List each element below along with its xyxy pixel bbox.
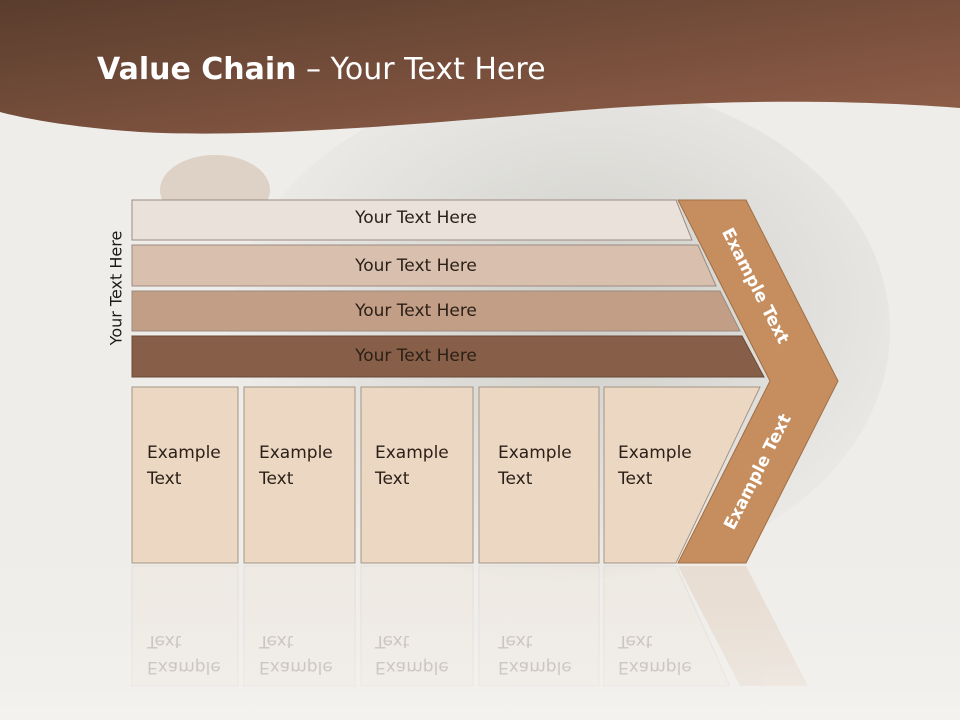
cell-2-text: Example Text bbox=[259, 440, 333, 492]
cell-5-text: Example Text bbox=[618, 440, 692, 492]
cell-1-line2: Text bbox=[147, 469, 182, 489]
cell-5 bbox=[603, 386, 761, 564]
cell-5-line2: Text bbox=[618, 469, 653, 489]
bar-2 bbox=[131, 244, 717, 287]
chevron-arrow bbox=[677, 199, 839, 564]
reflection-3-line2: Text bbox=[375, 631, 410, 651]
reflection-1-line1: Example bbox=[147, 657, 221, 677]
reflection-text-1: Example Text bbox=[147, 628, 221, 680]
cell-4-line2: Text bbox=[498, 469, 533, 489]
cell-2-line2: Text bbox=[259, 469, 294, 489]
cell-1 bbox=[131, 386, 239, 564]
reflection-5-line1: Example bbox=[618, 657, 692, 677]
side-label: Your Text Here bbox=[106, 230, 126, 346]
cell-4-line1: Example bbox=[498, 443, 572, 463]
reflection-text-3: Example Text bbox=[375, 628, 449, 680]
cell-4-text: Example Text bbox=[498, 440, 572, 492]
cell-5-line1: Example bbox=[618, 443, 692, 463]
reflection-5-line2: Text bbox=[618, 631, 653, 651]
bar-1-label: Your Text Here bbox=[355, 208, 477, 228]
cell-4 bbox=[478, 386, 600, 564]
title-rest: – Your Text Here bbox=[296, 52, 546, 87]
bar-3 bbox=[131, 290, 741, 332]
reflection-4-line2: Text bbox=[498, 631, 533, 651]
cell-3 bbox=[360, 386, 474, 564]
reflection-1-line2: Text bbox=[147, 631, 182, 651]
reflection-text-4: Example Text bbox=[498, 628, 572, 680]
reflection-text-2: Example Text bbox=[259, 628, 333, 680]
cell-3-text: Example Text bbox=[375, 440, 449, 492]
header-band bbox=[0, 0, 960, 134]
cell-1-text: Example Text bbox=[147, 440, 221, 492]
cell-3-line2: Text bbox=[375, 469, 410, 489]
cell-3-line1: Example bbox=[375, 443, 449, 463]
title-bold: Value Chain bbox=[97, 52, 297, 87]
bar-1 bbox=[131, 199, 693, 241]
bar-4-label: Your Text Here bbox=[355, 346, 477, 366]
slide-title: Value Chain – Your Text Here bbox=[97, 52, 546, 87]
reflection-text-5: Example Text bbox=[618, 628, 692, 680]
cell-2 bbox=[243, 386, 356, 564]
cell-1-line1: Example bbox=[147, 443, 221, 463]
reflection-4-line1: Example bbox=[498, 657, 572, 677]
cell-2-line1: Example bbox=[259, 443, 333, 463]
bar-2-label: Your Text Here bbox=[355, 256, 477, 276]
reflection-2-line2: Text bbox=[259, 631, 294, 651]
reflection-3-line1: Example bbox=[375, 657, 449, 677]
bar-3-label: Your Text Here bbox=[355, 301, 477, 321]
bar-4 bbox=[131, 335, 765, 378]
reflection-2-line1: Example bbox=[259, 657, 333, 677]
